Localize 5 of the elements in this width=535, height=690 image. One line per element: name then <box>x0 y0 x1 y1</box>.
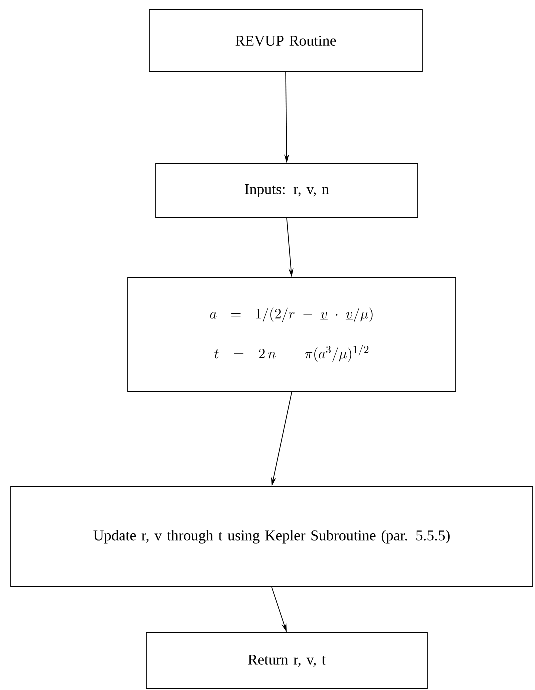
process-box: Return r, v, t <box>146 632 428 690</box>
formula-box: $a = 1/ (2/r-\underline{v} \cdot \underline{v}/\mu)$ $t = 2\, n\;\; \pi(a^3/\mu)^{1/2}$ <box>128 278 456 392</box>
process-box: REVUP Routine <box>149 10 423 72</box>
process-box: Inputs: r, v, n <box>156 164 418 218</box>
process-box: Update r, v through t using Kepler Subroutine (par. 5.5.5) <box>10 486 534 588</box>
